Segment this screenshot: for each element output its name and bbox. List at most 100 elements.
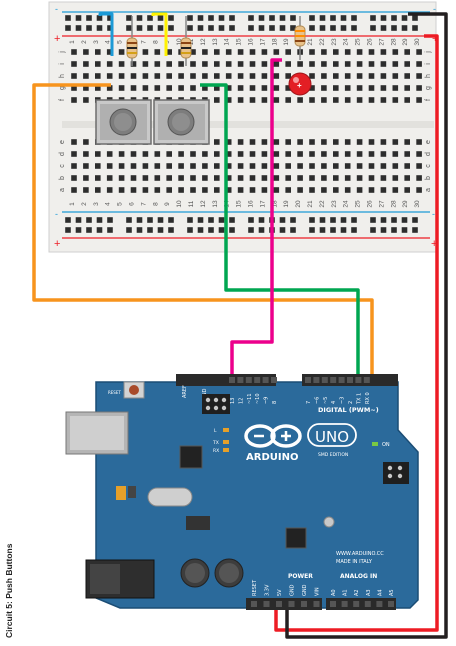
header-pin [313,377,320,383]
top-rail-minus-hole [65,15,71,21]
terminal-hole-a [118,187,125,193]
row-letter: e [59,140,66,144]
row-letter: j [59,51,66,54]
column-number: 5 [117,40,124,44]
terminal-hole-g [95,85,101,91]
rail-plus-sign-right: + [432,33,438,45]
row-letter: f [425,99,432,101]
top-rail-plus-hole [168,25,174,31]
terminal-hole-c [154,163,161,169]
terminal-hole-i [166,61,172,67]
terminal-hole-a [71,187,77,193]
terminal-hole-g [214,85,220,91]
terminal-hole-h [416,73,422,79]
mounting-hole [323,516,335,528]
terminal-hole-b [190,175,196,181]
pin-label: ~5 [323,397,329,404]
top-rail-minus-hole [86,15,92,21]
push-button-2 [153,99,210,145]
bottom-rail-plus-hole [401,227,408,233]
column-number: 24 [343,38,350,46]
pin-label: A2 [354,589,360,596]
terminal-hole-c [225,163,232,169]
column-number: 21 [307,38,314,46]
terminal-hole-g [368,85,375,91]
terminal-hole-j [404,49,410,55]
usb-chip [179,445,203,469]
bottom-rail-plus-hole [248,227,254,233]
blue-wire [98,12,114,56]
top-rail-plus-hole [351,25,357,31]
icsp-header-top [202,394,230,414]
magenta-wire [230,58,282,378]
terminal-hole-b [249,175,256,181]
resistor-3 [294,16,306,60]
terminal-hole-j [309,49,315,55]
column-number: 27 [378,38,385,46]
column-number: 4 [105,202,112,206]
terminal-hole-i [214,61,220,67]
terminal-hole-g [190,85,196,91]
column-number: 6 [129,202,136,206]
row-letter: d [425,152,432,156]
terminal-hole-e [309,139,315,145]
terminal-hole-c [285,163,291,169]
arduino-pcb [95,381,419,609]
row-letter: g [425,86,432,90]
terminal-hole-j [249,49,256,55]
header-pin [363,377,370,383]
top-rail-plus-hole [75,25,82,31]
terminal-hole-j [392,49,399,55]
terminal-hole-h [285,73,291,79]
terminal-hole-e [71,139,77,145]
rail-minus-sign: - [55,4,58,14]
terminal-hole-i [95,61,101,67]
pin-label: 2 [348,401,354,404]
terminal-hole-d [261,151,268,157]
terminal-hole-j [154,49,161,55]
terminal-hole-e [273,139,280,145]
top-rail-plus-hole [107,25,113,31]
column-number: 20 [295,200,302,208]
terminal-hole-i [392,61,399,67]
pin-label: ~3 [340,397,346,404]
terminal-hole-h [142,73,149,79]
top-rail-plus-hole [269,25,275,31]
terminal-hole-d [392,151,399,157]
terminal-hole-b [356,175,363,181]
green-wire [200,83,360,378]
bottom-rail-plus-hole [351,227,357,233]
terminal-hole-g [178,85,184,91]
terminal-hole-f [297,97,303,103]
terminal-hole-a [237,187,244,193]
bottom-rail-plus-hole [187,227,193,233]
column-number: 1 [69,202,76,206]
header-pin [276,601,282,607]
terminal-hole-a [95,187,101,193]
column-number: 4 [105,40,112,44]
terminal-hole-b [202,175,208,181]
terminal-hole-c [178,163,184,169]
terminal-hole-i [202,61,208,67]
top-rail-minus-hole [391,15,397,21]
led: + [288,72,312,96]
column-number: 10 [176,200,183,208]
bottom-rail-minus-hole [340,217,347,223]
terminal-hole-g [237,85,244,91]
terminal-hole-h [118,73,125,79]
terminal-hole-a [416,187,422,193]
terminal-hole-c [309,163,315,169]
pin-label: 4 [331,401,337,404]
column-number: 25 [355,200,362,208]
made-in-label: MADE IN ITALY [336,559,373,565]
terminal-hole-i [118,61,125,67]
terminal-hole-d [142,151,149,157]
terminal-hole-f [225,97,232,103]
top-rail-plus-hole [309,25,315,31]
terminal-hole-a [392,187,399,193]
crystal [147,487,193,507]
terminal-hole-g [273,85,280,91]
